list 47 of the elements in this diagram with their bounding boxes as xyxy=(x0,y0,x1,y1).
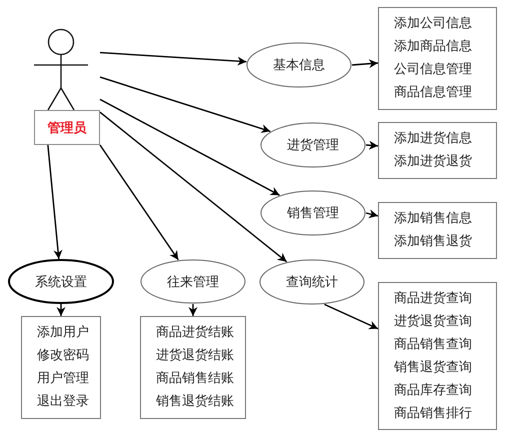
arrow xyxy=(188,304,198,316)
arrow xyxy=(100,76,271,133)
list-item: 添加用户 xyxy=(37,324,89,342)
arrow xyxy=(366,209,378,218)
list-item: 商品进货查询 xyxy=(394,290,472,308)
list-item: 退出登录 xyxy=(37,393,89,411)
arrow xyxy=(100,112,288,262)
list-item: 商品销售结账 xyxy=(156,370,234,388)
list-item: 公司信息管理 xyxy=(394,61,472,79)
list-item: 销售退货查询 xyxy=(394,359,472,377)
list-item: 商品销售排行 xyxy=(394,405,472,423)
list-item: 商品进货结账 xyxy=(156,324,234,342)
function-list-box xyxy=(378,202,497,259)
arrow xyxy=(100,98,280,196)
function-list-box xyxy=(140,316,246,419)
arrow xyxy=(352,59,378,68)
arrow xyxy=(100,52,247,66)
arrow xyxy=(47,144,62,260)
use-case-ellipse: 往来管理 xyxy=(140,259,246,304)
function-list-box xyxy=(378,282,497,430)
use-case-ellipse: 查询统计 xyxy=(259,259,365,305)
list-item: 销售退货结账 xyxy=(156,393,234,411)
list-item: 商品库存查询 xyxy=(394,382,472,400)
function-list-box xyxy=(378,7,497,110)
function-list-box xyxy=(378,122,497,179)
list-item: 商品信息管理 xyxy=(394,84,472,102)
use-case-ellipse: 系统设置 xyxy=(8,259,114,304)
list-item: 进货退货查询 xyxy=(394,313,472,331)
list-item: 修改密码 xyxy=(37,347,89,365)
list-item: 进货退货结账 xyxy=(156,347,234,365)
arrow xyxy=(56,304,66,316)
use-case-ellipse: 进货管理 xyxy=(260,122,366,168)
list-item: 添加销售信息 xyxy=(394,210,472,228)
list-item: 商品销售查询 xyxy=(394,336,472,354)
list-item: 添加进货退货 xyxy=(394,153,472,171)
use-case-ellipse: 基本信息 xyxy=(246,42,352,88)
list-item: 用户管理 xyxy=(37,370,89,388)
list-item: 添加公司信息 xyxy=(394,15,472,33)
actor-label-box: 管理员 xyxy=(34,110,100,145)
arrow xyxy=(324,304,378,330)
use-case-ellipse: 销售管理 xyxy=(260,190,366,236)
list-item: 添加商品信息 xyxy=(394,38,472,56)
arrow xyxy=(99,144,179,260)
arrow xyxy=(366,140,378,150)
list-item: 添加进货信息 xyxy=(394,130,472,148)
function-list-box xyxy=(21,316,101,419)
list-item: 添加销售退货 xyxy=(394,233,472,251)
